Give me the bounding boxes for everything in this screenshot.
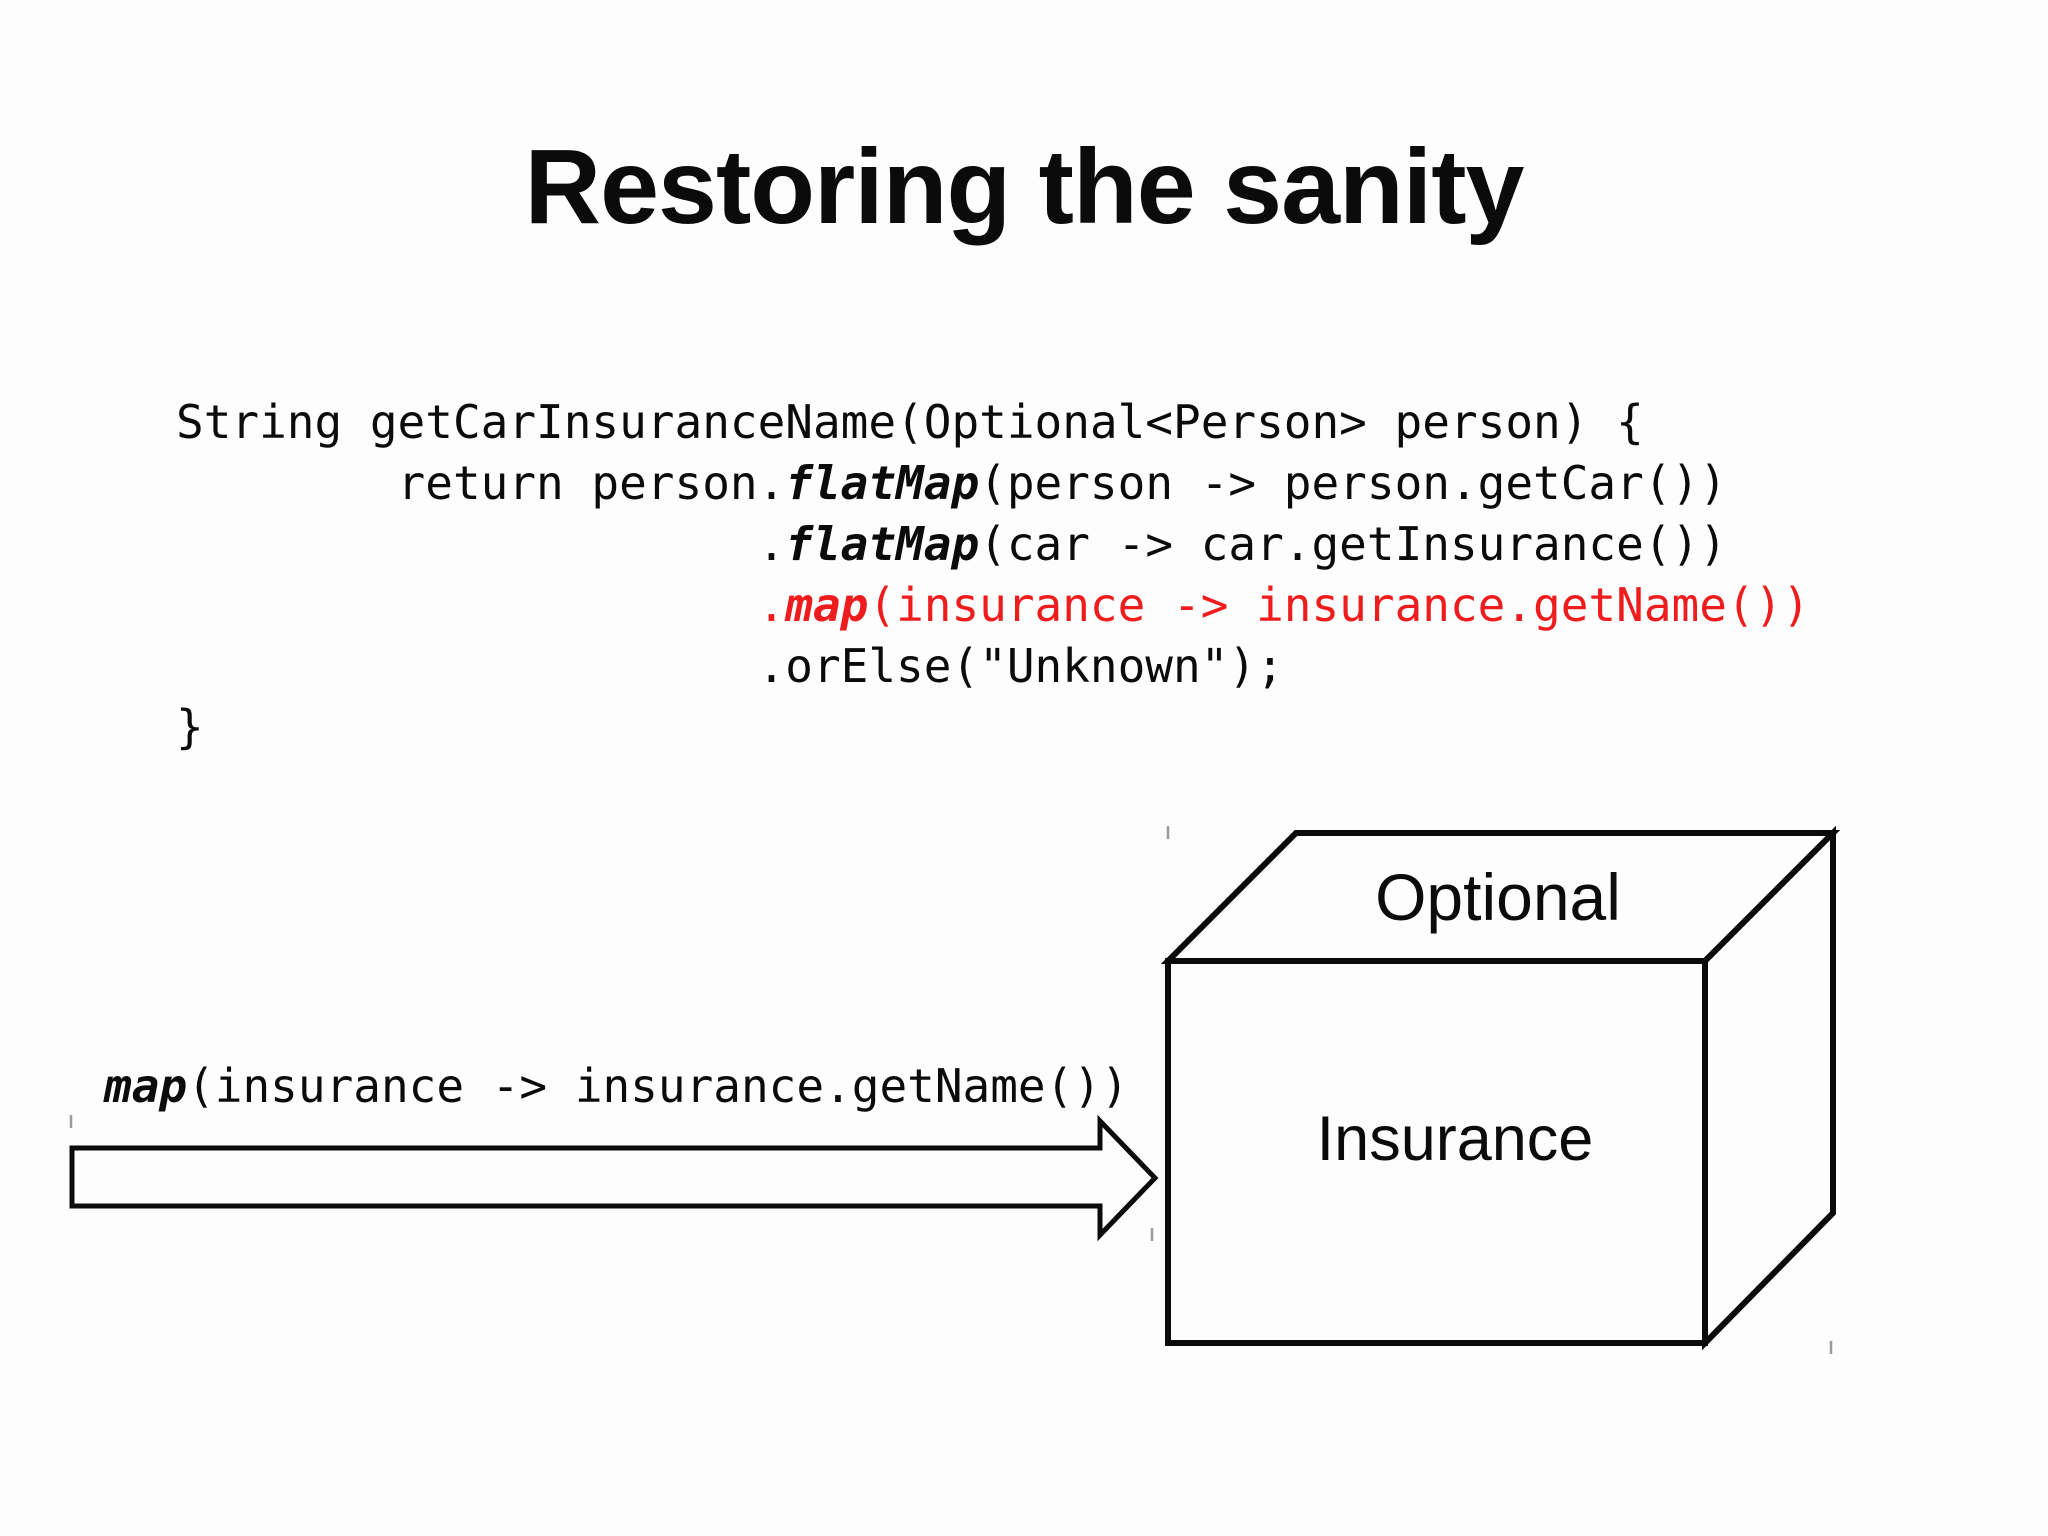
code-segment: .orElse("Unknown"); <box>176 639 1284 693</box>
optional-box-front-face <box>1165 958 1708 1346</box>
map-arrow <box>69 1114 1159 1242</box>
code-segment: (insurance -> insurance.getName()) <box>187 1059 1129 1113</box>
code-segment: String getCarInsuranceName(Optional<Pers… <box>176 395 1644 449</box>
code-segment: . <box>176 578 786 632</box>
optional-box-front-label: Insurance <box>1316 1104 1594 1174</box>
code-line: .flatMap(car -> car.getInsurance()) <box>176 514 1810 575</box>
optional-box-top-label: Optional <box>1375 860 1621 934</box>
code-line: String getCarInsuranceName(Optional<Pers… <box>176 392 1810 453</box>
code-line: .map(insurance -> insurance.getName()) <box>176 575 1810 636</box>
code-emph-segment: map <box>785 578 869 632</box>
slide-title: Restoring the sanity <box>524 128 1525 246</box>
code-segment: } <box>176 700 204 754</box>
code-line: .orElse("Unknown"); <box>176 636 1810 697</box>
code-segment: (person -> person.getCar()) <box>979 456 1727 510</box>
code-emph-segment: flatMap <box>785 517 980 571</box>
code-line: return person.flatMap(person -> person.g… <box>176 453 1810 514</box>
code-segment: (car -> car.getInsurance()) <box>979 517 1727 571</box>
code-block: String getCarInsuranceName(Optional<Pers… <box>176 392 1810 758</box>
code-segment: return person. <box>176 456 786 510</box>
map-arrow-label: map(insurance -> insurance.getName()) <box>104 1060 1129 1112</box>
code-segment: (insurance -> insurance.getName()) <box>868 578 1810 632</box>
code-segment: . <box>176 517 786 571</box>
code-emph-segment: map <box>104 1059 188 1113</box>
code-emph-segment: flatMap <box>785 456 980 510</box>
code-line: } <box>176 697 1810 758</box>
